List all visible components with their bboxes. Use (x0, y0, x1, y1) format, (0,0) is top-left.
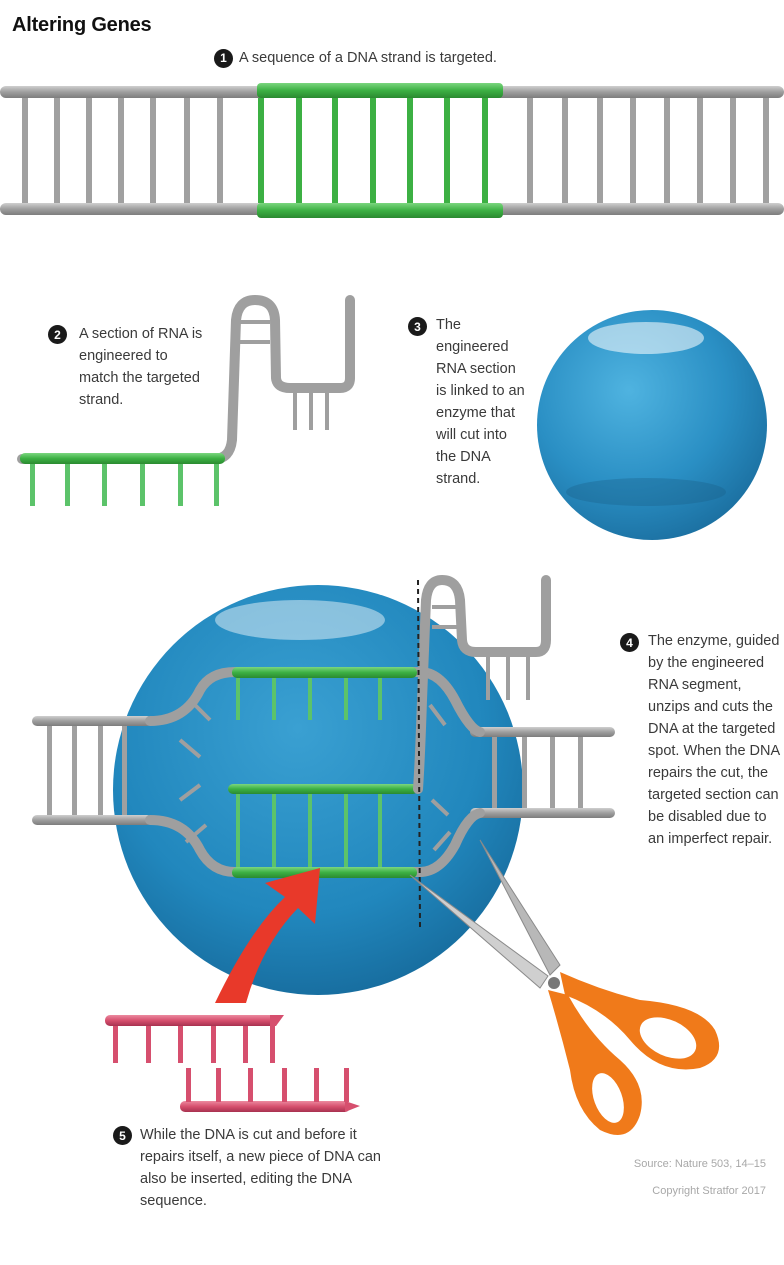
step-number-badge: 3 (408, 317, 427, 336)
scissors-icon (409, 839, 720, 1135)
step-number-badge: 4 (620, 633, 639, 652)
step-3-caption: 3 The engineered RNA section is linked t… (408, 314, 528, 490)
source-credit: Source: Nature 503, 14–15 (633, 1158, 766, 1170)
enzyme-complex-icon (32, 575, 615, 995)
step-2-text: A section of RNA is engineered to match … (79, 326, 203, 408)
dna-strand-icon (0, 83, 784, 218)
enzyme-sphere-icon (537, 310, 767, 540)
insert-arrow-icon (215, 868, 320, 1003)
rna-strand-icon (17, 295, 355, 506)
copyright-credit: Copyright Stratfor 2017 (652, 1185, 766, 1197)
step-5-caption: 5 While the DNA is cut and before it rep… (113, 1124, 383, 1212)
new-dna-pieces-icon (105, 1015, 360, 1112)
page-title: Altering Genes (12, 14, 152, 36)
step-number-badge: 5 (113, 1126, 132, 1145)
step-number-badge: 1 (214, 48, 233, 68)
step-4-text: The enzyme, guided by the engineered RNA… (648, 633, 780, 847)
step-5-text: While the DNA is cut and before it repai… (140, 1127, 381, 1209)
step-3-text: The engineered RNA section is linked to … (436, 317, 525, 487)
step-2-caption: 2 A section of RNA is engineered to matc… (48, 323, 208, 411)
step-1-caption: 1 A sequence of a DNA strand is targeted. (214, 47, 497, 69)
step-1-text: A sequence of a DNA strand is targeted. (239, 50, 497, 66)
step-number-badge: 2 (48, 325, 67, 344)
step-4-caption: 4 The enzyme, guided by the engineered R… (620, 630, 780, 850)
